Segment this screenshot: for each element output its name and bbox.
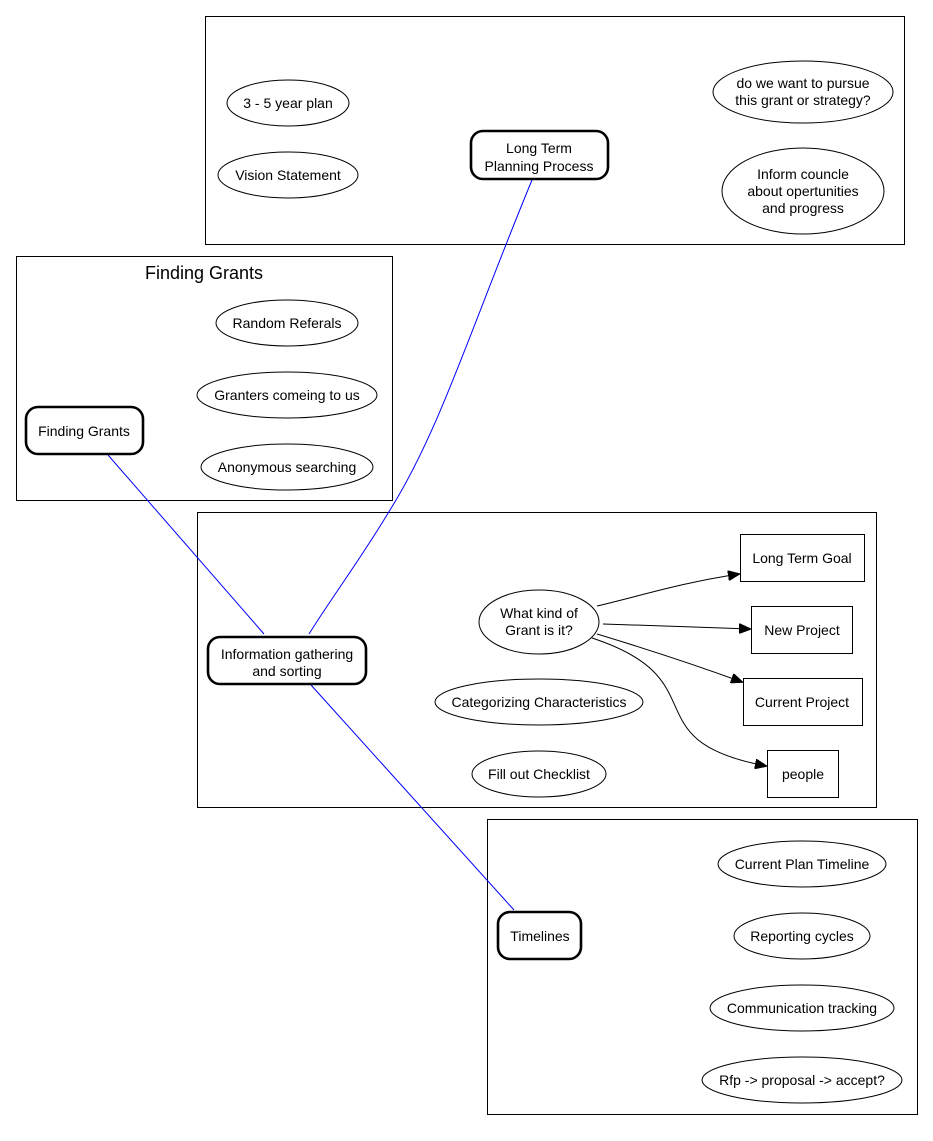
node-current-plan-timeline[interactable]: Current Plan Timeline <box>717 840 887 888</box>
node-label: Random Referals <box>233 315 342 331</box>
node-label: Anonymous searching <box>218 459 357 475</box>
node-label-line: Grant is it? <box>505 622 573 638</box>
node-finding-grants[interactable]: Finding Grants <box>24 405 145 456</box>
node-label-line: Inform councle <box>757 166 849 182</box>
edge-finding-to-info <box>107 454 265 635</box>
node-label-line: Planning Process <box>485 158 594 174</box>
node-pursue-grant-question[interactable]: do we want to pursue this grant or strat… <box>712 60 894 124</box>
edge-whatkind-to-currentproject <box>596 633 742 682</box>
cluster-finding-grants <box>16 256 393 501</box>
edge-longterm-to-info <box>308 179 533 635</box>
cluster-timelines <box>487 819 918 1115</box>
edge-whatkind-to-people <box>591 637 766 766</box>
node-label-line: Information gathering <box>221 646 353 662</box>
node-what-kind-of-grant[interactable]: What kind of Grant is it? <box>478 589 600 655</box>
node-current-project[interactable]: Current Project <box>743 678 863 726</box>
node-label: Categorizing Characteristics <box>451 694 626 710</box>
node-label: Finding Grants <box>38 423 130 439</box>
node-random-referals[interactable]: Random Referals <box>215 299 359 347</box>
node-categorizing-characteristics[interactable]: Categorizing Characteristics <box>434 678 644 726</box>
node-communication-tracking[interactable]: Communication tracking <box>709 984 895 1032</box>
cluster-information-gathering <box>197 512 877 808</box>
node-label-line: and sorting <box>252 663 321 679</box>
node-label: people <box>782 766 824 782</box>
node-label: Current Project <box>755 694 849 710</box>
node-label: Vision Statement <box>235 167 341 183</box>
node-granters-coming[interactable]: Granters comeing to us <box>196 371 378 419</box>
node-rfp-proposal-accept[interactable]: Rfp -> proposal -> accept? <box>701 1056 903 1104</box>
edge-whatkind-to-newproject <box>602 623 750 629</box>
node-label: Granters comeing to us <box>214 387 360 403</box>
edge-whatkind-to-longtermgoal <box>596 574 739 607</box>
node-label: Communication tracking <box>727 1000 877 1016</box>
cluster-title-finding-grants: Finding Grants <box>145 263 263 283</box>
node-label: Rfp -> proposal -> accept? <box>719 1072 885 1088</box>
node-long-term-goal[interactable]: Long Term Goal <box>740 534 865 582</box>
node-label: New Project <box>764 622 840 638</box>
node-timelines[interactable]: Timelines <box>496 910 583 961</box>
node-label: Timelines <box>510 928 569 944</box>
node-label: Reporting cycles <box>750 928 854 944</box>
node-people[interactable]: people <box>767 750 839 798</box>
node-information-gathering[interactable]: Information gathering and sorting <box>206 635 368 686</box>
node-label: Long Term Goal <box>752 550 851 566</box>
node-new-project[interactable]: New Project <box>751 606 853 654</box>
node-label-line: Long Term <box>506 140 572 156</box>
cluster-long-term-planning <box>205 16 905 245</box>
node-label-line: this grant or strategy? <box>735 92 871 108</box>
node-long-term-planning-process[interactable]: Long Term Planning Process <box>469 129 610 181</box>
node-vision-statement[interactable]: Vision Statement <box>217 151 359 199</box>
node-inform-councle[interactable]: Inform councle about opertunities and pr… <box>721 147 885 235</box>
edge-info-to-timelines <box>310 684 515 911</box>
node-anonymous-searching[interactable]: Anonymous searching <box>200 443 374 491</box>
node-label-line: about opertunities <box>747 183 858 199</box>
node-label-line: do we want to pursue <box>736 75 869 91</box>
node-label: Fill out Checklist <box>488 766 590 782</box>
node-reporting-cycles[interactable]: Reporting cycles <box>733 912 871 960</box>
node-label: 3 - 5 year plan <box>243 95 333 111</box>
node-3-5-year-plan[interactable]: 3 - 5 year plan <box>226 79 350 127</box>
node-label: Current Plan Timeline <box>735 856 870 872</box>
node-fill-out-checklist[interactable]: Fill out Checklist <box>471 750 607 798</box>
node-label-line: What kind of <box>500 605 578 621</box>
node-label-line: and progress <box>762 200 844 216</box>
